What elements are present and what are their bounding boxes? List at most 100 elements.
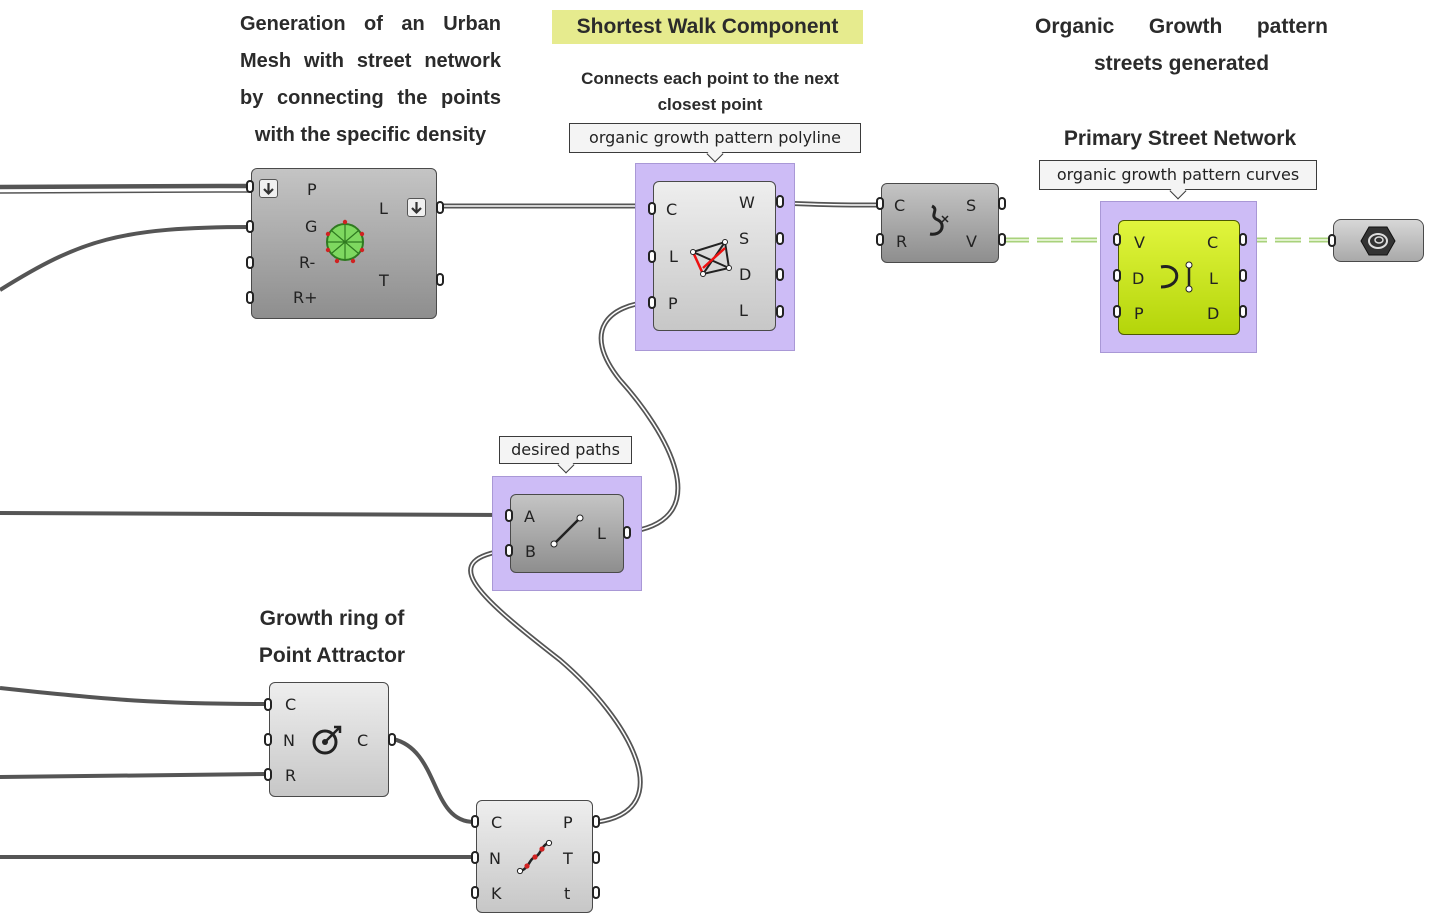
mesh-input-p[interactable]: P — [307, 180, 317, 199]
mesh-input-r-minus[interactable]: R- — [299, 253, 316, 272]
mesh-port-l[interactable] — [436, 201, 444, 214]
urban-mesh-note: Generation of an Urban Mesh with street … — [240, 6, 501, 154]
divide-port-p[interactable] — [592, 815, 600, 828]
join-port-s[interactable] — [998, 197, 1006, 210]
mesh-input-r-plus[interactable]: R+ — [293, 288, 318, 307]
join-input-c[interactable]: C — [894, 196, 906, 215]
primary-port-p[interactable] — [1113, 305, 1121, 318]
tag-polyline: organic growth pattern polyline — [569, 123, 861, 153]
mesh-port-r-minus[interactable] — [246, 256, 254, 269]
join-output-s[interactable]: S — [966, 196, 977, 215]
circle-port-c[interactable] — [264, 698, 272, 711]
divide-input-c[interactable]: C — [491, 813, 503, 832]
primary-port-c[interactable] — [1239, 233, 1247, 246]
circle-port-c-out[interactable] — [388, 733, 396, 746]
walk-output-s[interactable]: S — [739, 229, 750, 248]
join-curves-icon — [929, 204, 949, 236]
divide-input-k[interactable]: K — [491, 884, 502, 903]
tag-desired-paths: desired paths — [499, 436, 632, 464]
walk-port-l-out[interactable] — [776, 305, 784, 318]
circle-input-n[interactable]: N — [283, 731, 295, 750]
mesh-output-t[interactable]: T — [379, 271, 389, 290]
input-flatten-arrow-icon[interactable] — [259, 179, 278, 198]
primary-output-c[interactable]: C — [1207, 233, 1219, 252]
urban-mesh-component[interactable]: P G R- R+ L T — [251, 168, 437, 319]
divide-curve-icon — [516, 839, 553, 875]
shortest-walk-icon — [690, 239, 732, 277]
divide-port-t-param[interactable] — [592, 886, 600, 899]
mesh-port-g[interactable] — [246, 220, 254, 233]
circle-port-n[interactable] — [264, 733, 272, 746]
mesh-port-p[interactable] — [246, 180, 254, 193]
join-port-r[interactable] — [876, 233, 884, 246]
growth-ring-note: Growth ring of Point Attractor — [232, 600, 432, 674]
output-flatten-arrow-icon[interactable] — [407, 198, 426, 217]
walk-output-w[interactable]: W — [739, 193, 755, 212]
line-input-a[interactable]: A — [524, 507, 535, 526]
mesh-port-t[interactable] — [436, 273, 444, 286]
circle-output-c[interactable]: C — [357, 731, 369, 750]
line-component[interactable]: A B L — [510, 494, 624, 573]
join-port-c[interactable] — [876, 197, 884, 210]
walk-port-w[interactable] — [776, 195, 784, 208]
walk-input-l[interactable]: L — [669, 247, 678, 266]
walk-port-d[interactable] — [776, 268, 784, 281]
walk-output-l[interactable]: L — [739, 301, 748, 320]
line-port-l[interactable] — [623, 526, 631, 539]
circle-component[interactable]: C N R C — [269, 682, 389, 797]
primary-output-d[interactable]: D — [1207, 304, 1220, 323]
divide-port-k[interactable] — [471, 886, 479, 899]
wire-mesh-p — [0, 183, 252, 190]
join-input-r[interactable]: R — [896, 232, 908, 251]
divide-input-n[interactable]: N — [489, 849, 501, 868]
mesh-input-g[interactable]: G — [305, 217, 318, 236]
primary-port-v[interactable] — [1113, 233, 1121, 246]
divide-curve-component[interactable]: C N K P T t — [476, 800, 593, 913]
divide-port-c[interactable] — [471, 815, 479, 828]
circle-port-r[interactable] — [264, 768, 272, 781]
divide-output-p[interactable]: P — [563, 813, 573, 832]
divide-output-t[interactable]: T — [563, 849, 573, 868]
walk-input-c[interactable]: C — [666, 200, 678, 219]
bake-component[interactable] — [1333, 219, 1424, 262]
primary-input-p[interactable]: P — [1134, 304, 1144, 323]
walk-port-s[interactable] — [776, 232, 784, 245]
primary-output-l[interactable]: L — [1209, 269, 1218, 288]
primary-port-d-out[interactable] — [1239, 305, 1247, 318]
walk-output-d[interactable]: D — [739, 265, 752, 284]
walk-port-c[interactable] — [648, 202, 656, 215]
primary-input-v[interactable]: V — [1134, 233, 1145, 252]
mesh-output-l[interactable]: L — [379, 199, 388, 218]
line-input-b[interactable]: B — [525, 542, 536, 561]
walk-input-p[interactable]: P — [668, 294, 678, 313]
join-output-v[interactable]: V — [966, 232, 977, 251]
primary-street-component[interactable]: V D P C L D — [1118, 220, 1240, 335]
walk-port-p[interactable] — [648, 296, 656, 309]
primary-port-d[interactable] — [1113, 269, 1121, 282]
line-port-b[interactable] — [505, 544, 513, 557]
growth-ring-line-1: Growth ring of — [259, 607, 405, 630]
line-port-a[interactable] — [505, 509, 513, 522]
primary-input-d[interactable]: D — [1132, 269, 1145, 288]
mesh-port-r-plus[interactable] — [246, 291, 254, 304]
wire-circle-r — [0, 772, 268, 779]
shortest-walk-component[interactable]: C L P W S D L — [653, 181, 776, 331]
bake-port-input[interactable] — [1328, 234, 1336, 247]
primary-port-l[interactable] — [1239, 269, 1247, 282]
divide-port-n[interactable] — [471, 851, 479, 864]
wire-mesh-g — [0, 225, 252, 292]
circle-input-r[interactable]: R — [285, 766, 297, 785]
circle-input-c[interactable]: C — [285, 695, 297, 714]
urban-mesh-line-2: Mesh with street network — [240, 50, 501, 72]
line-output-l[interactable]: L — [597, 524, 606, 543]
wire-circle-c — [0, 686, 268, 706]
primary-street-title: Primary Street Network — [1063, 127, 1297, 150]
urban-mesh-line-4: with the specific density — [254, 124, 487, 146]
walk-port-l[interactable] — [648, 250, 656, 263]
divide-output-t-param[interactable]: t — [564, 884, 571, 903]
divide-port-t[interactable] — [592, 851, 600, 864]
wire-walk-to-join — [780, 200, 879, 208]
join-port-v[interactable] — [998, 233, 1006, 246]
organic-growth-line-2: streets generated — [1093, 52, 1270, 75]
join-curves-component[interactable]: C R S V — [881, 183, 999, 263]
